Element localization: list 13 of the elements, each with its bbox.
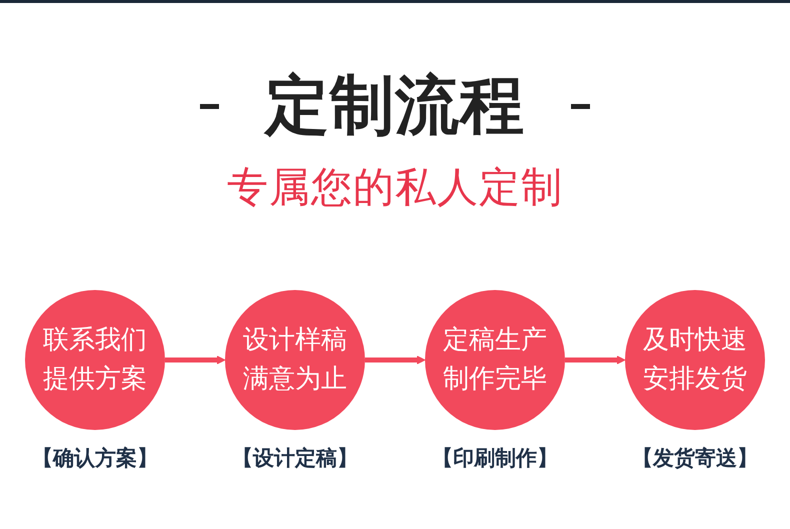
step-caption: 【印刷制作】: [432, 445, 558, 472]
step-circle: 联系我们提供方案: [25, 290, 165, 430]
step-circle: 设计样稿满意为止: [225, 290, 365, 430]
subtitle: 专属您的私人定制: [227, 162, 563, 213]
step-caption: 【设计定稿】: [232, 445, 358, 472]
arrow: [565, 356, 626, 364]
arrow: [165, 356, 226, 364]
title: 定制流程: [265, 68, 525, 145]
step-caption: 【确认方案】: [32, 445, 158, 472]
step-caption: 【发货寄送】: [632, 445, 758, 472]
step-circle: 及时快速安排发货: [625, 290, 765, 430]
step-circle: 定稿生产制作完毕: [425, 290, 565, 430]
arrow: [365, 356, 426, 364]
